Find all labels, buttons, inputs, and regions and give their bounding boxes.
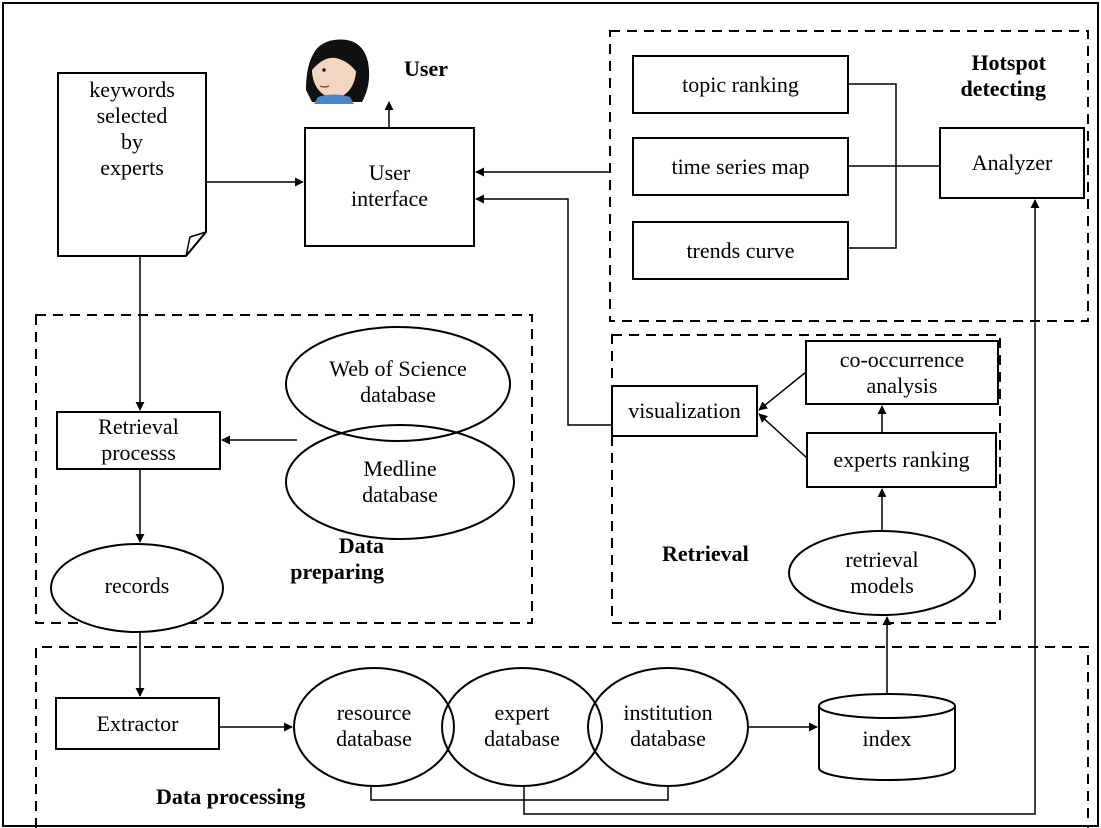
keywords-document	[57, 72, 207, 257]
resource-line-2: database	[336, 726, 412, 751]
institution-line-2: database	[630, 726, 706, 751]
data-processing-group	[35, 646, 1089, 828]
user-interface-line-2: interface	[351, 186, 428, 211]
medline-line-1: Medline	[363, 456, 437, 481]
medline-line-2: database	[362, 482, 438, 507]
medline-ellipse	[285, 424, 515, 540]
retrieval-models-line-2: models	[850, 573, 914, 598]
retrieval-models-text: retrieval models	[789, 547, 975, 599]
arrow-experts-to-visualization	[758, 413, 808, 459]
arrow-cooccurrence-to-visualization	[758, 371, 807, 411]
expert-ellipse	[441, 667, 603, 787]
hotspot-detecting-group	[609, 30, 1089, 322]
keywords-line-3: by	[121, 129, 143, 154]
user-interface-text: User interface	[305, 160, 474, 212]
institution-text: institution database	[588, 700, 748, 752]
keywords-line-1: keywords	[89, 77, 175, 102]
co-occurrence-text: co-occurrence analysis	[806, 347, 998, 399]
resource-ellipse	[293, 667, 455, 787]
hotspot-detecting-title: Hotspot detecting	[936, 50, 1046, 102]
data-processing-title: Data processing	[156, 784, 306, 809]
user-interface-box	[304, 127, 475, 247]
time-series-map-box	[632, 137, 849, 196]
wos-line-2: database	[360, 382, 436, 407]
retrieval-models-line-1: retrieval	[845, 547, 919, 572]
co-occurrence-line-2: analysis	[866, 373, 938, 398]
expert-line-1: expert	[494, 700, 550, 725]
keywords-line-2: selected	[96, 103, 168, 128]
resource-text: resource database	[294, 700, 454, 752]
line-resource-institution	[370, 786, 669, 801]
time-series-map-label: time series map	[671, 154, 810, 179]
trends-curve-box	[632, 221, 849, 280]
resource-line-1: resource	[336, 700, 412, 725]
document-fold	[185, 231, 207, 257]
experts-ranking-label: experts ranking	[833, 447, 970, 472]
medline-text: Medline database	[286, 456, 514, 508]
retrieval-process-line-2: processs	[101, 440, 176, 465]
co-occurrence-line-1: co-occurrence	[839, 347, 965, 372]
experts-ranking-box	[806, 432, 997, 488]
arrow-visualization-to-ui	[475, 194, 612, 426]
topic-ranking-label: topic ranking	[682, 72, 799, 97]
retrieval-process-line-1: Retrieval	[98, 414, 179, 439]
keywords-document-text: keywords selected by experts	[58, 77, 206, 181]
wos-line-1: Web of Science	[329, 356, 467, 381]
records-ellipse	[50, 543, 224, 633]
hotspot-title-line-1: Hotspot	[971, 50, 1046, 75]
arrow-expert-to-analyzer	[523, 199, 1040, 815]
records-label: records	[104, 573, 170, 598]
web-of-science-text: Web of Science database	[286, 356, 510, 408]
visualization-box	[611, 385, 758, 437]
retrieval-process-box	[56, 411, 221, 470]
extractor-box	[55, 697, 220, 750]
data-preparing-line-2: preparing	[290, 559, 384, 584]
analyzer-label: Analyzer	[971, 150, 1053, 175]
data-preparing-group	[35, 314, 533, 624]
data-preparing-line-1: Data	[338, 533, 384, 558]
visualization-label: visualization	[628, 398, 741, 423]
hotspot-title-line-2: detecting	[960, 76, 1046, 101]
retrieval-title: Retrieval	[662, 541, 749, 566]
hotspot-bracket	[848, 83, 940, 249]
user-label: User	[404, 56, 448, 81]
trends-curve-label: trends curve	[686, 238, 795, 263]
data-preparing-title: Data preparing	[290, 533, 384, 585]
expert-line-2: database	[484, 726, 560, 751]
connectors	[135, 101, 1040, 815]
index-label: index	[862, 726, 912, 751]
institution-line-1: institution	[623, 700, 713, 725]
extractor-label: Extractor	[96, 711, 179, 736]
keywords-line-4: experts	[100, 155, 164, 180]
analyzer-box	[939, 127, 1085, 199]
expert-text: expert database	[442, 700, 602, 752]
user-icon	[306, 39, 370, 104]
index-cylinder	[818, 693, 956, 781]
web-of-science-ellipse	[285, 326, 511, 442]
user-interface-line-1: User	[368, 160, 411, 185]
retrieval-group	[611, 334, 1001, 624]
retrieval-process-text: Retrieval processs	[57, 414, 220, 466]
